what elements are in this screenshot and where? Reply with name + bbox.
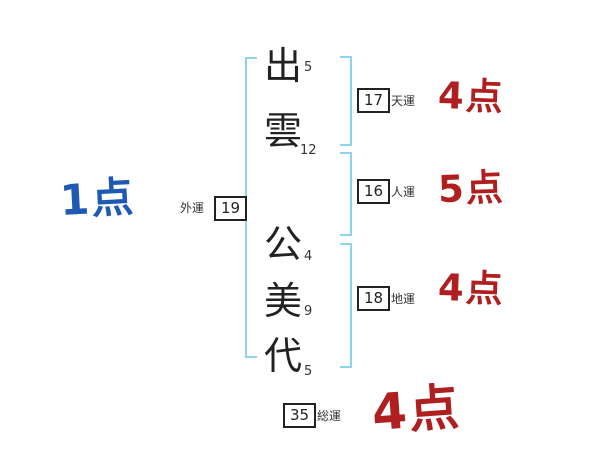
jinun-value-box: 16 [357,179,391,204]
gaiun-bracket-top-tick [245,57,257,59]
chiun-value-box: 18 [357,286,391,311]
jinun-bracket-top-tick [340,152,352,154]
name-char-3: 公 [263,222,303,266]
jinun-score: 5点 [437,165,506,212]
jinun-bracket-bottom-tick [340,234,352,236]
tenun-bracket-top-tick [340,56,352,58]
tenun-bracket-bottom-tick [340,144,352,146]
name-char-1-stroke-count: 5 [304,60,313,75]
gaiun-value-box: 19 [214,196,248,221]
gaiun-bracket-bottom-tick [245,356,257,358]
chiun-bracket-top-tick [340,243,352,245]
tenun-value-box: 17 [357,88,391,113]
chiun-label: 地運 [391,292,416,306]
jinun-bracket-line [350,152,352,236]
tenun-bracket-line [350,56,352,146]
soun-label: 総運 [317,409,342,423]
gaiun-label: 外運 [180,201,205,215]
name-char-4-stroke-count: 9 [304,304,313,319]
name-char-5: 代 [263,334,303,378]
name-char-2-stroke-count: 12 [300,143,317,158]
gaiun-score: 1点 [58,172,137,225]
chiun-bracket-bottom-tick [340,366,352,368]
jinun-label: 人運 [391,185,416,199]
name-char-3-stroke-count: 4 [304,249,313,264]
soun-value-box: 35 [283,403,317,428]
chiun-score: 4点 [437,265,506,312]
name-char-5-stroke-count: 5 [304,364,313,379]
tenun-score: 4点 [437,73,506,120]
name-char-2: 雲 [263,109,303,153]
name-char-1: 出 [263,44,303,88]
name-char-4: 美 [263,279,303,323]
soun-score: 4点 [370,377,463,443]
tenun-label: 天運 [391,94,416,108]
chiun-bracket-line [350,243,352,368]
